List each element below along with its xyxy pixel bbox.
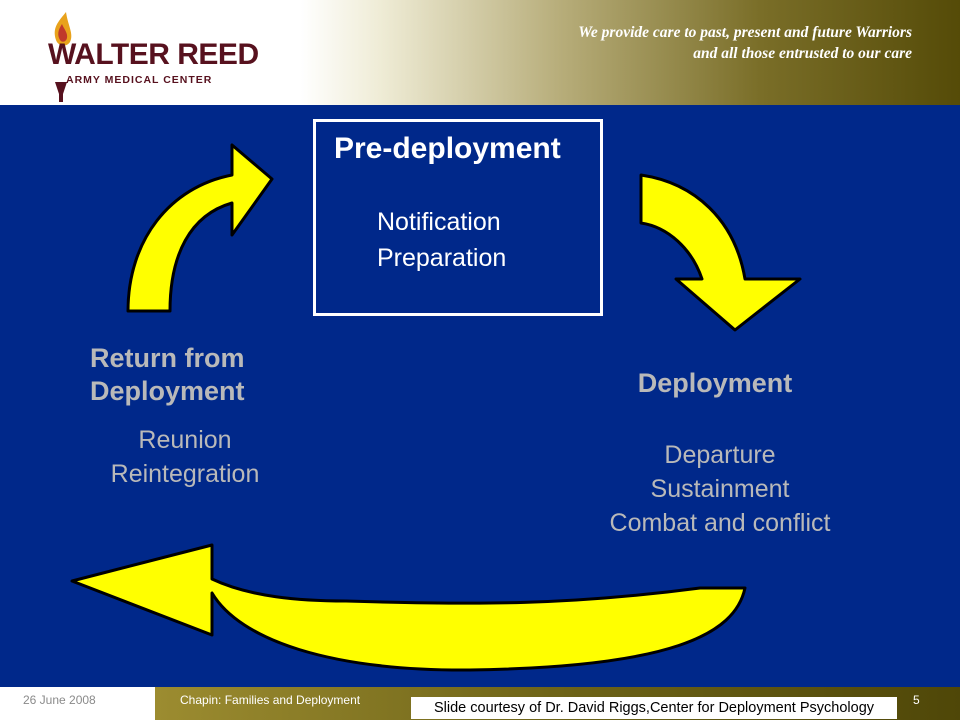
- return-from-deployment-phase: Return from Deployment Reunion Reintegra…: [70, 342, 300, 491]
- pre-deployment-item-preparation: Preparation: [377, 244, 507, 272]
- slide-body: Pre-deployment Notification Preparation …: [0, 105, 960, 687]
- slide-footer: 26 June 2008 Chapin: Families and Deploy…: [0, 687, 960, 720]
- deployment-item-sustainment: Sustainment: [650, 475, 790, 503]
- pre-deployment-title: Pre-deployment: [334, 132, 561, 165]
- walter-reed-logo: WALTER REED ARMY MEDICAL CENTER: [0, 0, 260, 105]
- deployment-title: Deployment: [637, 368, 793, 398]
- deployment-cycle-diagram: [70, 143, 802, 672]
- pre-deployment-box: Pre-deployment Notification Preparation: [313, 119, 603, 316]
- deployment-item-departure: Departure: [664, 441, 776, 469]
- return-item-reunion: Reunion: [138, 426, 232, 454]
- deployment-phase: Deployment Departure Sustainment Combat …: [570, 367, 870, 540]
- arrow-deployment-to-return: [70, 543, 747, 672]
- logo-subtitle: ARMY MEDICAL CENTER: [66, 74, 213, 86]
- deployment-item-combat: Combat and conflict: [609, 509, 831, 537]
- footer-presentation-title: Chapin: Families and Deployment: [180, 693, 361, 707]
- motto-line-1: We provide care to past, present and fut…: [578, 24, 912, 41]
- return-title-line-1: Return from: [90, 343, 245, 373]
- motto-line-2: and all those entrusted to our care: [693, 45, 912, 62]
- arrow-return-to-pre: [126, 143, 274, 313]
- slide-header: WALTER REED ARMY MEDICAL CENTER We provi…: [0, 0, 960, 105]
- header-motto: We provide care to past, present and fut…: [578, 22, 912, 64]
- return-item-reintegration: Reintegration: [110, 460, 260, 488]
- return-title-line-2: Deployment: [90, 376, 245, 406]
- logo-title: WALTER REED: [48, 38, 259, 71]
- torch-icon: [54, 12, 72, 102]
- slide-number: 5: [913, 693, 920, 707]
- footer-credit: Slide courtesy of Dr. David Riggs,Center…: [411, 697, 897, 719]
- pre-deployment-item-notification: Notification: [377, 208, 501, 236]
- footer-date: 26 June 2008: [23, 693, 96, 707]
- arrow-pre-to-deployment: [639, 173, 802, 332]
